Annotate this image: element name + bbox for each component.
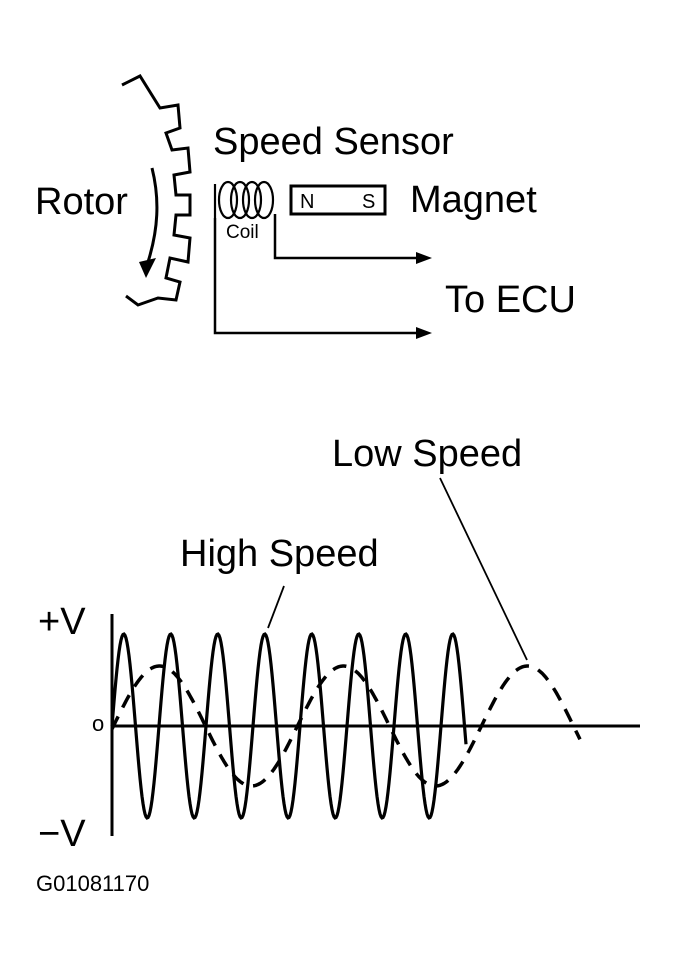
low-speed-leader	[439, 477, 528, 661]
magnet-north-label: N	[300, 191, 314, 213]
low-speed-waveform	[110, 664, 582, 788]
low-speed-label: Low Speed	[332, 433, 522, 475]
high-speed-label: High Speed	[180, 533, 379, 575]
rotor-label: Rotor	[35, 181, 128, 223]
magnet-south-label: S	[362, 191, 375, 213]
magnet-label: Magnet	[410, 179, 537, 221]
zero-label: o	[92, 711, 104, 736]
waveform-graph: Low Speed High Speed +V −V o	[38, 433, 640, 855]
figure-id: G01081170	[36, 871, 149, 896]
rotation-arrow	[146, 167, 159, 263]
high-speed-waveform	[110, 632, 468, 820]
rotation-arrowhead	[139, 258, 156, 278]
coil-label: Coil	[226, 222, 259, 243]
wire-arrowhead-upper	[416, 252, 432, 264]
wire-arrowhead-lower	[416, 327, 432, 339]
ecu-wires	[213, 214, 418, 335]
to-ecu-label: To ECU	[445, 279, 576, 321]
rotor-teeth	[121, 74, 192, 307]
speed-sensor-diagram: Speed Sensor Rotor Magnet Coil N S To EC…	[35, 74, 576, 339]
speed-sensor-label: Speed Sensor	[213, 121, 454, 163]
minus-v-label: −V	[38, 813, 86, 855]
plus-v-label: +V	[38, 601, 86, 643]
coil	[213, 180, 275, 220]
magnet-bar	[289, 184, 387, 216]
high-speed-leader	[267, 585, 285, 629]
